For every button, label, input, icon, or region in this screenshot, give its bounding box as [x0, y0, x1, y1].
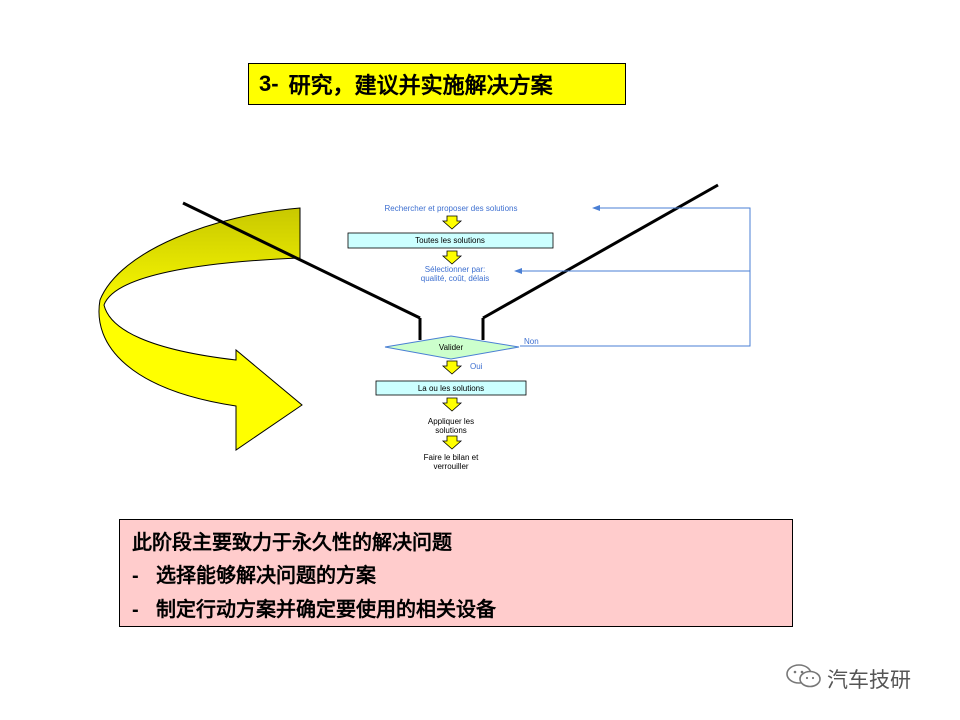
section-title: 3- 研究，建议并实施解决方案 — [248, 63, 626, 105]
select-label-line2: qualité, coût, délais — [421, 274, 490, 283]
bullet-dash: - — [132, 565, 139, 587]
bullet-dash: - — [132, 599, 139, 621]
box-chosen-solutions — [375, 380, 527, 396]
summary-item: -选择能够解决问题的方案 — [132, 559, 780, 593]
decision-diamond — [384, 335, 520, 360]
no-label: Non — [524, 337, 539, 346]
summary-item-text: 制定行动方案并确定要使用的相关设备 — [156, 597, 496, 621]
select-label-line1: Sélectionner par: — [425, 265, 485, 274]
summary-item: -制定行动方案并确定要使用的相关设备 — [132, 593, 780, 627]
finish-label-line1: Faire le bilan et — [424, 453, 479, 462]
feedback-arrowhead-mid — [514, 268, 522, 274]
down-arrow-icon — [441, 215, 463, 230]
section-number: 3- — [259, 71, 279, 96]
section-title-text: 研究，建议并实施解决方案 — [288, 74, 553, 99]
decision-label: Valider — [439, 343, 464, 352]
feedback-arrowhead-top — [592, 205, 600, 211]
down-arrow-icon — [441, 397, 463, 412]
down-arrow-icon — [441, 250, 463, 265]
yes-label: Oui — [470, 362, 483, 371]
summary-box: 此阶段主要致力于永久性的解决问题 -选择能够解决问题的方案 -制定行动方案并确定… — [119, 519, 793, 627]
funnel-right-line — [482, 183, 719, 320]
summary-line: 此阶段主要致力于永久性的解决问题 — [132, 530, 452, 554]
apply-label-line2: solutions — [435, 426, 467, 435]
step-search-label: Rechercher et proposer des solutions — [385, 204, 518, 213]
watermark-text: 汽车技研 — [827, 667, 911, 692]
summary-item-text: 选择能够解决问题的方案 — [156, 563, 376, 587]
box-all-solutions-label: Toutes les solutions — [415, 236, 485, 245]
watermark: 汽车技研 — [785, 663, 911, 694]
finish-label-line2: verrouiller — [433, 462, 468, 471]
feedback-loop — [518, 207, 751, 347]
box-all-solutions — [347, 232, 554, 249]
down-arrow-icon — [441, 435, 463, 450]
apply-label-line1: Appliquer les — [428, 417, 474, 426]
funnel-left-line — [182, 201, 421, 320]
wechat-icon — [785, 663, 823, 694]
down-arrow-icon — [441, 360, 463, 375]
box-chosen-solutions-label: La ou les solutions — [418, 384, 484, 393]
curved-arrow-icon — [98, 207, 303, 451]
